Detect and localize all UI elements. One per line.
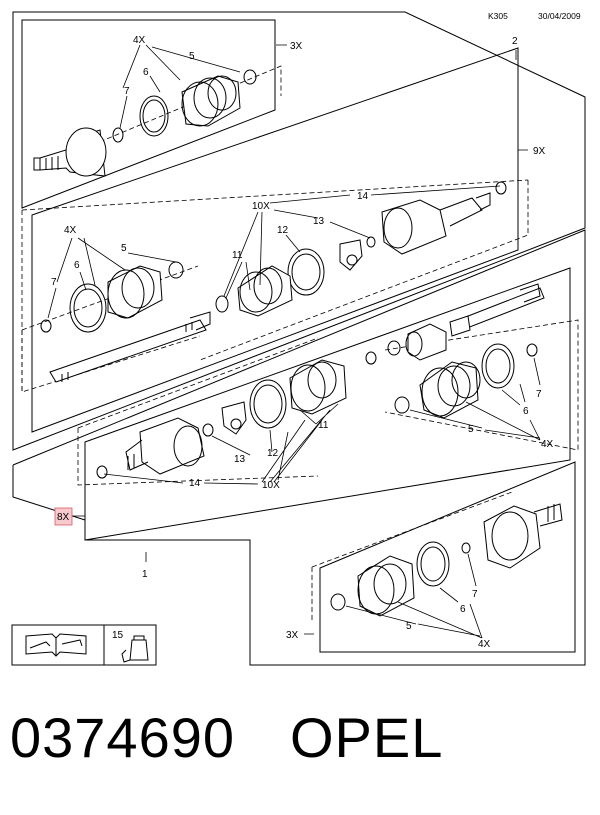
callout-10x-lower: 10X	[262, 480, 280, 491]
manual-book-icon	[25, 633, 87, 657]
ring-7-upper	[40, 319, 52, 333]
grease-tube-icon	[121, 635, 149, 663]
callout-11-lower: 11	[318, 420, 329, 431]
assembly-2-outline	[12, 11, 586, 451]
boot-11-lower	[289, 359, 347, 415]
highlight-8x	[54, 507, 73, 526]
boot-4x-upper	[107, 265, 163, 319]
callout-5-top: 5	[189, 51, 195, 62]
ring-right-1	[387, 340, 401, 356]
ring-top	[243, 69, 257, 85]
callout-13-lower: 13	[234, 454, 246, 465]
band-9x	[31, 47, 519, 433]
inset-3x-top	[21, 19, 276, 209]
callout-7-bottom: 7	[472, 589, 478, 600]
sub-3x-bottom-dash	[311, 491, 513, 620]
sub-3x-upper-dash	[84, 65, 282, 149]
callout-15: 15	[112, 630, 124, 641]
spider-lower	[221, 401, 247, 435]
callout-1: 1	[142, 569, 148, 580]
sub-10x-lower-dash	[77, 337, 319, 486]
tripod-housing-upper	[381, 192, 491, 255]
sub-4x-upper-dash	[21, 265, 199, 392]
callout-5-right: 5	[468, 424, 474, 435]
clamp-6-bottom	[416, 541, 450, 587]
callout-3x-bottom: 3X	[286, 630, 299, 641]
clamp-6-right	[481, 343, 515, 389]
callout-12-upper: 12	[277, 225, 289, 236]
callout-6-bottom: 6	[460, 604, 466, 615]
callout-11-upper: 11	[232, 250, 243, 261]
ring-14-lower	[96, 465, 108, 479]
part-number: 0374690	[10, 706, 236, 769]
ring-14-upper	[495, 181, 507, 195]
ring-11-upper	[215, 295, 229, 313]
callout-4x-right: 4X	[541, 439, 554, 450]
callout-14-lower: 14	[189, 478, 201, 489]
boot-11-upper	[237, 265, 293, 317]
footer: 0374690 OPEL	[0, 705, 600, 795]
callout-5-bottom: 5	[406, 621, 412, 632]
brand-name: OPEL	[290, 706, 444, 769]
ring-5-upper	[168, 261, 184, 279]
clamp-12-lower	[249, 379, 287, 429]
clamp-small-top	[112, 127, 124, 143]
callout-6-mid: 6	[74, 260, 80, 271]
boot-4x-right	[419, 361, 481, 419]
callout-4x-bottom: 4X	[478, 639, 491, 650]
callout-7-right: 7	[536, 389, 542, 400]
callout-14-upper: 14	[357, 191, 369, 202]
diagram-date: 30/04/2009	[538, 11, 581, 21]
callout-6-top: 6	[143, 67, 149, 78]
callout-4x-mid: 4X	[64, 225, 77, 236]
diagram-code: K305	[488, 11, 508, 21]
ring-right-2	[365, 351, 377, 365]
tripod-housing-lower	[125, 417, 205, 475]
boot-top	[181, 75, 241, 127]
callout-2: 2	[512, 36, 518, 47]
shaft-upper	[49, 311, 211, 383]
damper-lower	[405, 323, 447, 361]
ring-13-lower	[202, 423, 214, 437]
sub-4x-right-dash	[384, 319, 579, 451]
outer-cv-joint-bottom	[483, 503, 563, 569]
clamp-12-upper	[287, 248, 325, 296]
ring-13-upper	[366, 236, 376, 248]
clamp-6-upper	[69, 283, 107, 333]
callout-3x-top: 3X	[290, 41, 303, 52]
callout-10x-upper: 10X	[252, 201, 270, 212]
assembly-1-outline	[12, 229, 586, 666]
callout-6-right: 6	[523, 406, 529, 417]
callout-13-upper: 13	[313, 216, 325, 227]
inset-3x-bottom	[319, 461, 576, 653]
callout-7-mid: 7	[51, 277, 57, 288]
callout-8x: 8X	[57, 512, 70, 523]
ring-7-right	[526, 343, 538, 357]
clamp-large-top	[139, 95, 169, 137]
callout-4x-top: 4X	[133, 35, 146, 46]
parts-diagram: K305 30/04/2009 4X 5 6 7 3X 2 9X	[11, 11, 586, 666]
callout-5-mid: 5	[121, 243, 127, 254]
legend-manual: 15	[11, 624, 157, 666]
ring-7-bottom	[461, 542, 471, 554]
ring-5-right	[394, 396, 410, 414]
ring-5-bottom	[330, 593, 346, 611]
sub-10x-upper-dash	[21, 179, 529, 393]
callout-9x: 9X	[533, 146, 546, 157]
band-8x	[84, 267, 571, 541]
callout-7-top: 7	[124, 86, 130, 97]
callout-12-lower: 12	[267, 448, 279, 459]
shaft-lower	[449, 283, 545, 337]
outer-cv-joint-top	[33, 127, 107, 177]
boot-bottom	[357, 555, 415, 617]
spider-upper	[339, 239, 363, 271]
